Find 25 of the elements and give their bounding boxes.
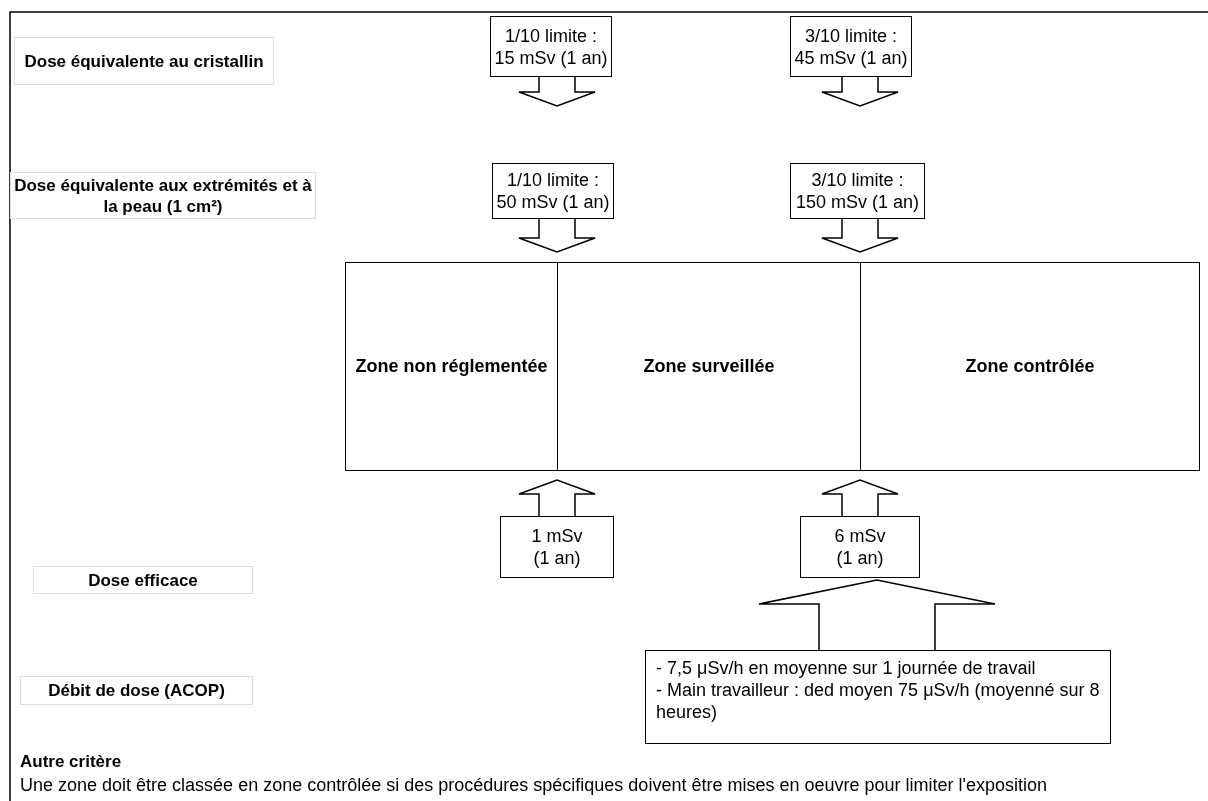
callout-box: 6 mSv (1 an)	[800, 516, 920, 578]
block-arrow	[518, 218, 596, 253]
block-arrow	[821, 218, 899, 253]
callout-box	[645, 650, 1111, 744]
callout-box: 3/10 limite : 45 mSv (1 an)	[790, 16, 912, 77]
block-arrow	[821, 76, 899, 107]
row-label: Dose équivalente au cristallin	[14, 37, 274, 85]
bullet-text: - 7,5 μSv/h en moyenne sur 1 journée de travail	[656, 657, 1037, 679]
callout-box: 1/10 limite : 15 mSv (1 an)	[490, 16, 612, 77]
zone-box: Zone surveillée	[557, 262, 861, 471]
block-arrow	[518, 479, 596, 517]
row-label: Dose équivalente aux extrémités et à la peau (1 cm²)	[10, 172, 316, 219]
zone-box: Zone contrôlée	[860, 262, 1200, 471]
row-label: Dose efficace	[33, 566, 253, 594]
callout-box: 3/10 limite : 150 mSv (1 an)	[790, 163, 925, 219]
zone-box: Zone non réglementée	[345, 262, 558, 471]
note-text: Une zone doit être classée en zone contrôlée si des procédures spécifiques doivent être mises en oeuvre pour limiter l'exposition	[20, 775, 1047, 796]
callout-box: 1 mSv (1 an)	[500, 516, 614, 578]
block-arrow	[758, 579, 996, 651]
bullet-text: - Main travailleur : ded moyen 75 μSv/h (moyenné sur 8 heures)	[656, 679, 1100, 723]
callout-box: 1/10 limite : 50 mSv (1 an)	[492, 163, 614, 219]
section-heading: Autre critère	[20, 752, 122, 772]
block-arrow	[821, 479, 899, 517]
row-label: Débit de dose (ACOP)	[20, 676, 253, 705]
block-arrow	[518, 76, 596, 107]
